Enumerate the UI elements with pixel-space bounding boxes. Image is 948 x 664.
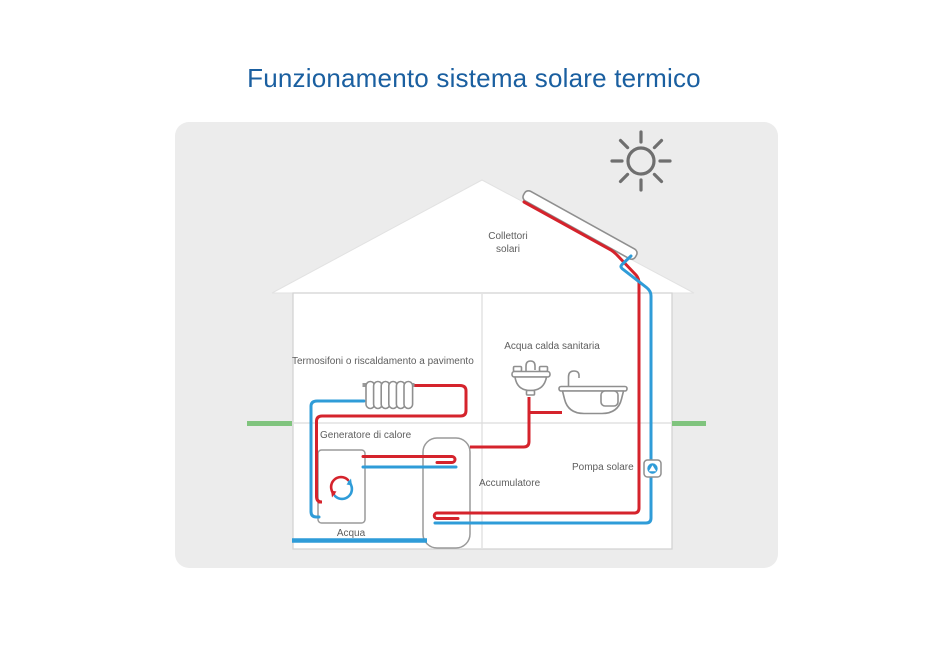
label-collectors-line2: solari (496, 243, 520, 255)
heating-supply-pipe (315, 384, 468, 504)
generator-tank-hot-pipe (361, 455, 457, 464)
bathtub-icon (558, 370, 628, 415)
heat-generator-icon (317, 449, 366, 524)
heating-return-pipe (309, 399, 366, 519)
label-hot-water: Acqua calda sanitaria (504, 341, 600, 352)
sanitary-hot-pipe (470, 397, 531, 449)
green-marker-right (672, 421, 706, 426)
sink-icon (511, 360, 551, 396)
page-title: Funzionamento sistema solare termico (247, 63, 701, 93)
label-collectors: Collettori solari (488, 231, 527, 256)
green-marker-left (247, 421, 292, 426)
radiator-icon (362, 380, 415, 410)
solar-return-pipe (433, 254, 653, 525)
label-pump: Pompa solare (572, 462, 634, 473)
label-water: Acqua (336, 528, 366, 539)
solar-pump-icon (643, 459, 662, 478)
accumulator-tank (422, 437, 471, 549)
label-heating: Termosifoni o riscaldamento a pavimento (292, 356, 474, 367)
sun-icon (610, 130, 672, 192)
label-accumulator: Accumulatore (479, 478, 541, 489)
label-collectors-line1: Collettori (488, 231, 528, 242)
label-generator: Generatore di calore (320, 430, 412, 441)
circulation-arrows-icon (329, 475, 354, 501)
